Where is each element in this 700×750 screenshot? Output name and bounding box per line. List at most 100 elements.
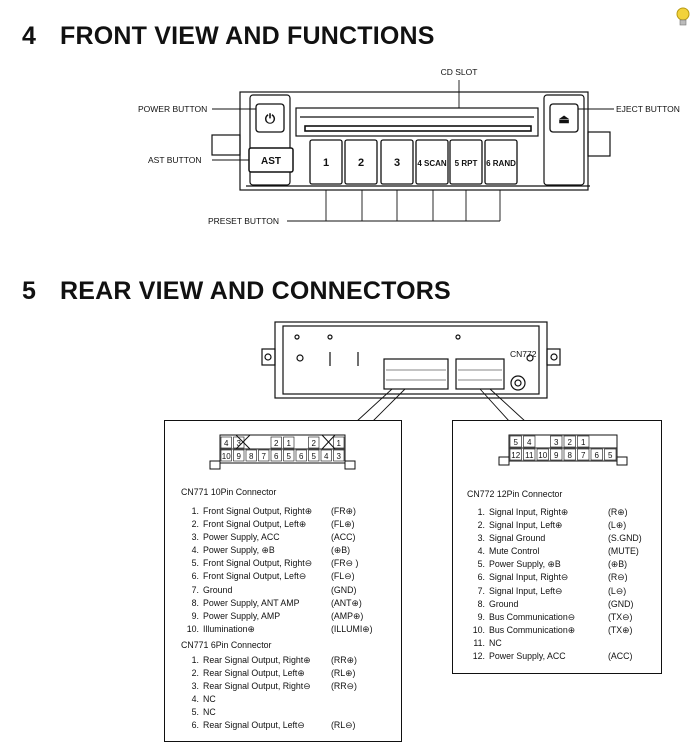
cn772-top-cell-0 <box>509 435 522 448</box>
pin-number: 6. <box>191 571 199 582</box>
cn772-bottom-pin-0: 12 <box>511 451 520 460</box>
pin-signal: (ANT⊕) <box>331 597 362 608</box>
cn771-connector-rear <box>383 358 449 390</box>
pin-signal: (GND) <box>331 584 357 595</box>
pin-description: Power Supply, ANT AMP <box>203 597 300 608</box>
preset-button-2[interactable] <box>344 139 378 185</box>
cn771-top-pin-9: 1 <box>337 439 342 448</box>
cn771-bottom-pin-2: 8 <box>249 452 254 461</box>
pin-signal: (R⊖) <box>608 572 628 583</box>
power-button-label: POWER BUTTON <box>138 104 207 114</box>
pin-item: 7. Ground (GND) <box>181 584 399 597</box>
pin-number: 1. <box>191 655 199 665</box>
pin-number: 9. <box>191 610 199 621</box>
cn771-bottom-cell-2 <box>245 449 257 462</box>
pin-number: 2. <box>191 668 199 679</box>
pin-number: 12. <box>472 651 485 662</box>
pin-description: Mute Control <box>489 546 540 557</box>
preset-button-6-label: 6 RAND <box>486 159 516 168</box>
pin-signal: (RR⊖) <box>331 681 357 692</box>
eject-button[interactable] <box>549 103 579 133</box>
cn772-connector-rear <box>455 358 505 390</box>
cn772-top-pin-3: 3 <box>554 438 559 447</box>
pin-description: Power Supply, ⊕B <box>489 559 561 570</box>
pin-description: Signal Ground <box>489 533 546 544</box>
pin-description: Front Signal Output, Left⊕ <box>203 519 307 530</box>
pin-number: 3. <box>191 532 199 543</box>
pin-signal: (TX⊖) <box>608 611 633 622</box>
eject-button-label: EJECT BUTTON <box>616 104 680 114</box>
ast-button-label: AST <box>261 156 281 167</box>
cn771-bottom-pin-8: 4 <box>324 452 329 461</box>
cn772-bottom-pin-7: 5 <box>608 451 613 460</box>
pin-description: Front Signal Output, Left⊖ <box>203 571 307 582</box>
front-chassis <box>239 91 589 191</box>
pin-description: Bus Communication⊕ <box>489 624 576 635</box>
pin-item: 10. Illumination⊕ (ILLUMI⊕) <box>181 623 399 636</box>
pin-description: NC <box>489 637 502 648</box>
cn772-12pin-list: 1.Signal Input, Right⊕(R⊕)2.Signal Input… <box>467 506 657 663</box>
pin-signal: (L⊕) <box>608 520 627 531</box>
cn772-bottom-pin-5: 7 <box>581 451 586 460</box>
cn772-top-cell-3 <box>550 435 563 448</box>
cn771-bottom-cell-0 <box>220 449 232 462</box>
pin-description: Illumination⊕ <box>203 623 255 634</box>
pin-number: 3. <box>191 681 199 692</box>
cn772-top-pin-5: 1 <box>581 438 586 447</box>
pin-description: Ground <box>203 584 233 595</box>
pin-signal: (ILLUMI⊕) <box>331 623 373 634</box>
cn771-top-pin-5: 1 <box>287 439 292 448</box>
pin-signal: (TX⊕) <box>608 624 633 635</box>
cn772-top-cell-1 <box>523 435 536 448</box>
pin-number: 7. <box>191 584 199 595</box>
pin-item: 5.Front Signal Output, Right⊖(FR⊖ ) <box>181 557 399 570</box>
pin-description: Signal Input, Left⊖ <box>489 585 563 596</box>
cn772-bottom-cell-2 <box>536 448 549 461</box>
pin-item: 2.Front Signal Output, Left⊕(FL⊕) <box>181 518 399 531</box>
cn771-bottom-cell-9 <box>333 449 345 462</box>
cn772-bottom-cell-7 <box>604 448 617 461</box>
cn771-bottom-pin-5: 5 <box>287 452 292 461</box>
pin-item: 3.Rear Signal Output, Right⊖(RR⊖) <box>181 680 399 693</box>
preset-button-label: PRESET BUTTON <box>208 216 279 226</box>
antenna-jack <box>510 375 526 391</box>
pin-item: 5.NC <box>181 706 399 719</box>
pin-signal: (FL⊖) <box>331 571 355 582</box>
section-4-number: 4 <box>22 22 37 50</box>
pin-description: Rear Signal Output, Right⊕ <box>203 655 311 665</box>
preset-button-4-label: 4 SCAN <box>417 159 447 168</box>
pin-number: 1. <box>477 507 485 517</box>
pin-description: Signal Input, Left⊕ <box>489 520 563 531</box>
preset-button-1[interactable] <box>309 139 343 185</box>
power-button[interactable] <box>255 103 285 133</box>
cn772-top-pin-1: 4 <box>527 438 532 447</box>
preset-button-5[interactable] <box>449 139 483 185</box>
pin-description: Power Supply, AMP <box>203 610 281 621</box>
pin-signal: (FR⊕) <box>331 506 356 516</box>
cn771-top-pin-7: 2 <box>312 439 317 448</box>
pin-number: 2. <box>477 520 485 531</box>
pin-number: 10. <box>186 623 199 634</box>
cn772-top-pin-4: 2 <box>568 438 573 447</box>
cn772-bottom-pin-1: 11 <box>525 451 534 460</box>
preset-button-4[interactable] <box>415 139 449 185</box>
cn771-bottom-cell-5 <box>283 449 295 462</box>
pin-number: 10. <box>472 624 485 635</box>
pin-description: Rear Signal Output, Left⊖ <box>203 720 305 731</box>
pin-number: 4. <box>477 546 485 557</box>
pin-number: 2. <box>191 519 199 530</box>
pin-signal: (RR⊕) <box>331 655 357 665</box>
pin-item: 11.NC <box>467 637 657 650</box>
preset-button-6[interactable] <box>484 139 518 185</box>
pin-number: 9. <box>477 611 485 622</box>
cn771-6pin-title: CN771 6Pin Connector <box>181 640 272 650</box>
pin-item: 3.Power Supply, ACC(ACC) <box>181 531 399 544</box>
cn771-top-pin-4: 2 <box>274 439 279 448</box>
cd-slot <box>304 125 532 132</box>
pin-description: Front Signal Output, Right⊕ <box>203 506 313 516</box>
cn771-top-cell-0 <box>220 436 232 449</box>
preset-button-3[interactable] <box>380 139 414 185</box>
